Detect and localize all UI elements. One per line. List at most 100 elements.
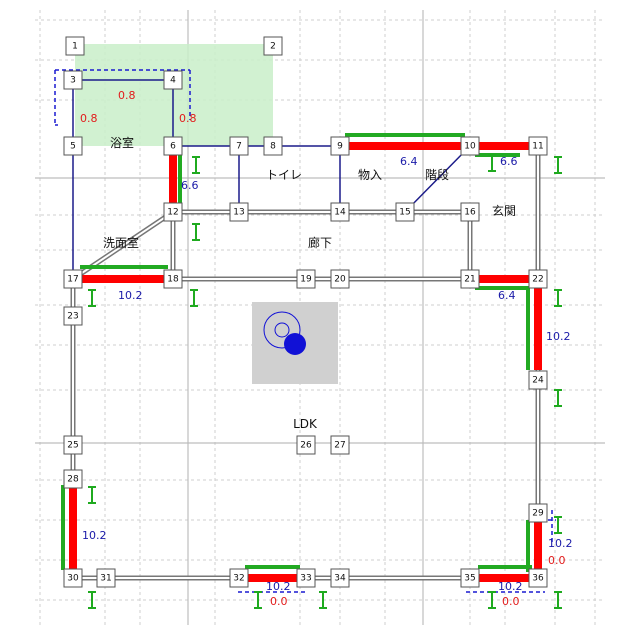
node-box[interactable] xyxy=(263,36,283,56)
markers xyxy=(88,154,562,609)
node-22[interactable]: 22 xyxy=(528,269,548,289)
node-box[interactable] xyxy=(63,568,83,588)
node-box[interactable] xyxy=(163,269,183,289)
node-label: 34 xyxy=(334,574,346,584)
room-toilet: トイレ xyxy=(266,168,302,182)
compass-widget[interactable] xyxy=(252,302,338,384)
node-box[interactable] xyxy=(528,568,548,588)
marker-i xyxy=(192,156,200,174)
node-box[interactable] xyxy=(460,202,480,222)
node-27[interactable]: 27 xyxy=(330,435,350,455)
node-box[interactable] xyxy=(330,202,350,222)
node-box[interactable] xyxy=(528,136,548,156)
node-box[interactable] xyxy=(163,136,183,156)
node-label: 16 xyxy=(464,208,476,218)
dimension-label: 10.2 xyxy=(118,289,143,302)
node-9[interactable]: 9 xyxy=(330,136,350,156)
node-box[interactable] xyxy=(528,269,548,289)
node-label: 29 xyxy=(532,509,544,519)
node-23[interactable]: 23 xyxy=(63,306,83,326)
dimension-label: 10.2 xyxy=(548,537,573,550)
node-6[interactable]: 6 xyxy=(163,136,183,156)
node-box[interactable] xyxy=(395,202,415,222)
node-box[interactable] xyxy=(96,568,116,588)
node-26[interactable]: 26 xyxy=(296,435,316,455)
dimension-label: 6.4 xyxy=(498,289,516,302)
node-box[interactable] xyxy=(330,435,350,455)
node-5[interactable]: 5 xyxy=(63,136,83,156)
node-32[interactable]: 32 xyxy=(229,568,249,588)
node-box[interactable] xyxy=(63,70,83,90)
node-box[interactable] xyxy=(163,70,183,90)
node-label: 13 xyxy=(233,208,244,218)
node-label: 8 xyxy=(270,142,276,152)
node-8[interactable]: 8 xyxy=(263,136,283,156)
node-box[interactable] xyxy=(63,469,83,489)
node-17[interactable]: 17 xyxy=(63,269,83,289)
node-box[interactable] xyxy=(163,202,183,222)
node-box[interactable] xyxy=(296,568,316,588)
node-7[interactable]: 7 xyxy=(229,136,249,156)
node-box[interactable] xyxy=(229,136,249,156)
node-3[interactable]: 3 xyxy=(63,70,83,90)
node-box[interactable] xyxy=(229,568,249,588)
node-34[interactable]: 34 xyxy=(330,568,350,588)
compass-sun-marker[interactable] xyxy=(284,333,306,355)
node-box[interactable] xyxy=(65,36,85,56)
node-31[interactable]: 31 xyxy=(96,568,116,588)
node-2[interactable]: 2 xyxy=(263,36,283,56)
node-1[interactable]: 1 xyxy=(65,36,85,56)
node-label: 19 xyxy=(300,275,312,285)
node-box[interactable] xyxy=(528,370,548,390)
node-box[interactable] xyxy=(63,435,83,455)
dimension-label: 10.2 xyxy=(82,529,107,542)
node-33[interactable]: 33 xyxy=(296,568,316,588)
node-box[interactable] xyxy=(229,202,249,222)
node-10[interactable]: 10 xyxy=(460,136,480,156)
node-box[interactable] xyxy=(330,269,350,289)
node-label: 31 xyxy=(100,574,111,584)
node-12[interactable]: 12 xyxy=(163,202,183,222)
node-15[interactable]: 15 xyxy=(395,202,415,222)
node-box[interactable] xyxy=(330,568,350,588)
node-box[interactable] xyxy=(63,136,83,156)
node-box[interactable] xyxy=(460,269,480,289)
node-20[interactable]: 20 xyxy=(330,269,350,289)
node-box[interactable] xyxy=(263,136,283,156)
node-box[interactable] xyxy=(460,568,480,588)
beam-line xyxy=(404,145,471,213)
node-box[interactable] xyxy=(460,136,480,156)
node-box[interactable] xyxy=(296,435,316,455)
marker-i xyxy=(190,289,198,307)
node-21[interactable]: 21 xyxy=(460,269,480,289)
marker-i xyxy=(554,591,562,609)
node-13[interactable]: 13 xyxy=(229,202,249,222)
node-4[interactable]: 4 xyxy=(163,70,183,90)
node-11[interactable]: 11 xyxy=(528,136,548,156)
node-label: 11 xyxy=(532,142,543,152)
node-18[interactable]: 18 xyxy=(163,269,183,289)
node-box[interactable] xyxy=(528,503,548,523)
node-35[interactable]: 35 xyxy=(460,568,480,588)
node-25[interactable]: 25 xyxy=(63,435,83,455)
node-box[interactable] xyxy=(330,136,350,156)
node-28[interactable]: 28 xyxy=(63,469,83,489)
node-box[interactable] xyxy=(63,269,83,289)
node-24[interactable]: 24 xyxy=(528,370,548,390)
room-hallway: 廊下 xyxy=(308,235,332,250)
marker-i xyxy=(554,289,562,307)
dimension-label: 6.6 xyxy=(500,155,518,168)
dimension-label: 0.8 xyxy=(80,112,98,125)
node-box[interactable] xyxy=(63,306,83,326)
dimension-label: 0.0 xyxy=(502,595,520,608)
node-label: 10 xyxy=(464,142,476,152)
node-16[interactable]: 16 xyxy=(460,202,480,222)
node-36[interactable]: 36 xyxy=(528,568,548,588)
node-box[interactable] xyxy=(296,269,316,289)
node-19[interactable]: 19 xyxy=(296,269,316,289)
node-14[interactable]: 14 xyxy=(330,202,350,222)
node-29[interactable]: 29 xyxy=(528,503,548,523)
node-label: 6 xyxy=(170,142,176,152)
node-30[interactable]: 30 xyxy=(63,568,83,588)
